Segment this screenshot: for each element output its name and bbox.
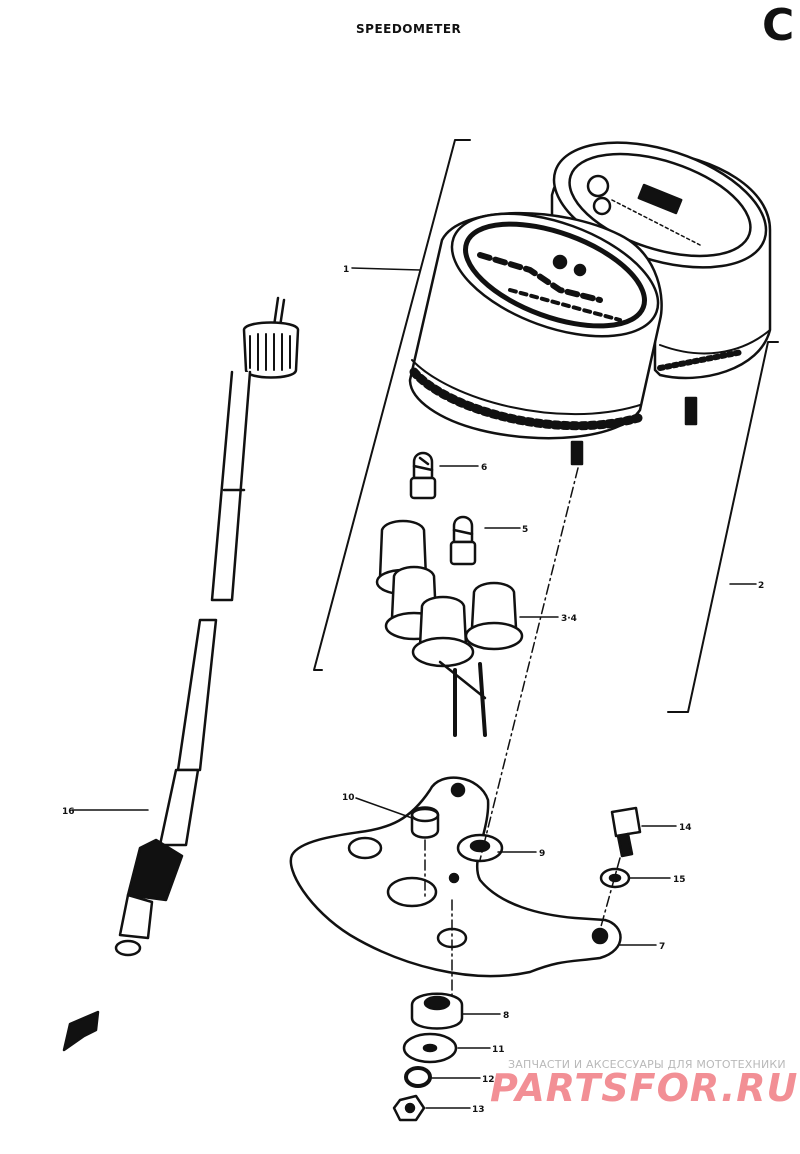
indicator-bulb-5	[449, 515, 477, 566]
callout-9: 9	[539, 849, 545, 859]
bulb-socket-cluster	[375, 519, 524, 737]
front-direction-arrow	[62, 1010, 100, 1052]
nut-13	[392, 1094, 426, 1122]
grommet-10	[410, 806, 440, 839]
callout-12: 12	[482, 1075, 495, 1085]
washer-11	[402, 1032, 458, 1064]
lock-washer-12	[404, 1066, 432, 1088]
group-bracket-1	[313, 139, 471, 671]
callout-6: 6	[481, 463, 487, 473]
page-section-letter: C	[762, 0, 795, 51]
watermark-tagline: ЗАПЧАСТИ И АКСЕССУАРЫ ДЛЯ МОТОТЕХНИКИ	[508, 1058, 786, 1071]
group-bracket-2	[667, 341, 779, 713]
page-title: SPEEDOMETER	[356, 22, 462, 36]
speedometer-cable	[114, 296, 300, 957]
front-gauge-housing	[408, 211, 663, 466]
callout-1: 1	[343, 265, 349, 275]
callout-14: 14	[679, 823, 692, 833]
callout-7: 7	[659, 942, 665, 952]
callout-2: 2	[758, 581, 764, 591]
bolt-14	[610, 806, 642, 858]
callout-3-4: 3·4	[561, 614, 577, 624]
callout-16: 16	[62, 807, 75, 817]
callout-10: 10	[342, 793, 355, 803]
callout-13: 13	[472, 1105, 485, 1115]
watermark-logo: PARTSFOR.RU	[490, 1066, 799, 1110]
indicator-bulb-6	[409, 451, 437, 500]
callout-11: 11	[492, 1045, 505, 1055]
cushion-9	[456, 833, 504, 863]
mounting-bracket-7	[289, 776, 622, 978]
callout-15: 15	[673, 875, 686, 885]
cushion-8	[410, 992, 464, 1030]
callout-5: 5	[522, 525, 528, 535]
callout-8: 8	[503, 1011, 509, 1021]
